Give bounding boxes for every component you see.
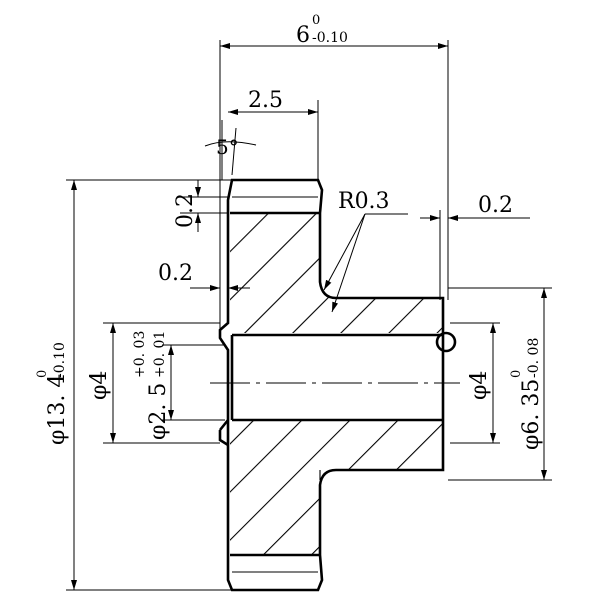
dim-outer-diameter: φ13. 4 0 -0.10 xyxy=(35,179,232,591)
dim-text: 2.5 xyxy=(248,88,283,113)
dim-tolerance-upper: +0. 03 xyxy=(132,331,148,378)
dim-tolerance-lower: +0. 01 xyxy=(152,331,168,378)
dim-fillet: R0.3 xyxy=(323,189,408,313)
dim-text: 0.2 xyxy=(478,193,513,218)
dim-tolerance-lower: -0.10 xyxy=(52,342,68,378)
dim-total-length: 6 0 -0.10 xyxy=(219,13,449,330)
dim-gear-width: 2.5 xyxy=(228,88,319,180)
dim-tolerance-upper: 0 xyxy=(35,370,50,378)
section-hatching xyxy=(230,213,443,555)
dim-text: φ13. 4 xyxy=(45,374,70,445)
dim-tolerance-upper: 0 xyxy=(509,370,524,378)
dim-bore-left: φ4 xyxy=(87,322,220,444)
dim-text: φ4 xyxy=(87,371,112,400)
dim-text: 6 xyxy=(296,23,310,48)
dim-tolerance-lower: -0.10 xyxy=(312,30,348,46)
dim-hub-offset: 0.2 xyxy=(420,193,530,300)
dim-face-offset: 0.2 xyxy=(158,261,250,291)
dim-bore-inner: φ2. 5 +0. 03 +0. 01 xyxy=(132,331,225,440)
dim-text: 5° xyxy=(216,135,239,159)
dim-bore-right: φ4 xyxy=(450,322,500,444)
dim-chamfer-angle: 5° xyxy=(204,120,257,180)
dim-text: 0.2 xyxy=(158,261,193,286)
dim-text: φ4 xyxy=(467,371,492,400)
dim-text: φ2. 5 xyxy=(146,383,171,440)
dim-tolerance-upper: 0 xyxy=(312,13,320,28)
dim-hub-diameter: φ6. 35 0 -0. 08 xyxy=(448,287,552,481)
dim-tooth-chamfer: 0.2 xyxy=(173,180,228,232)
dim-text: R0.3 xyxy=(338,189,390,214)
dim-tolerance-lower: -0. 08 xyxy=(526,338,542,378)
part-outline xyxy=(210,178,460,592)
dim-text: φ6. 35 xyxy=(519,379,544,450)
dim-text: 0.2 xyxy=(173,193,198,228)
